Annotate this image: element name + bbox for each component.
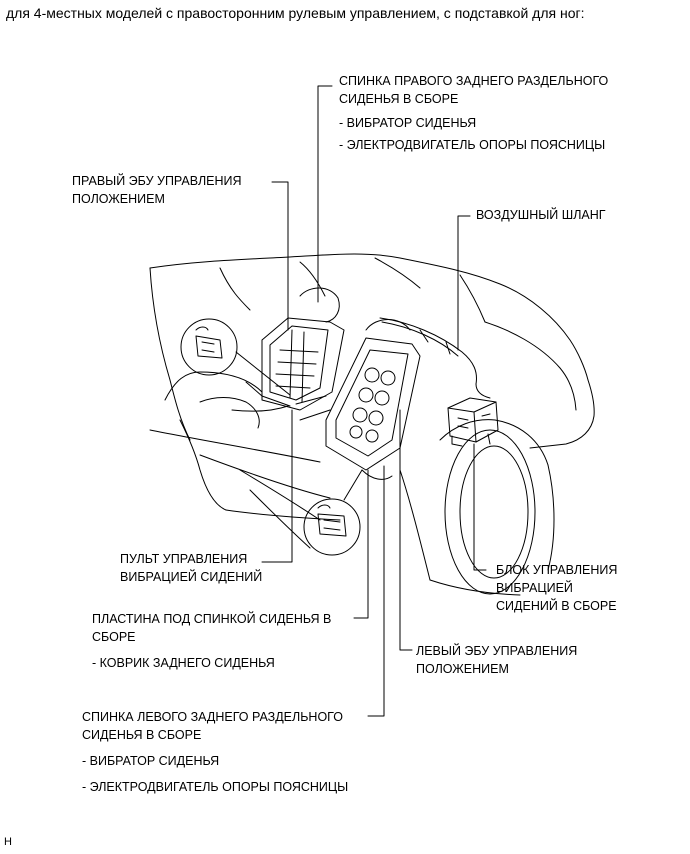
label-rear-left-seatback: СПИНКА ЛЕВОГО ЗАДНЕГО РАЗДЕЛЬНОГО СИДЕНЬ… [82,708,348,796]
air-hose [379,317,491,399]
label-sub: - ЭЛЕКТРОДВИГАТЕЛЬ ОПОРЫ ПОЯСНИЦЫ [339,138,606,152]
label-line: ПОЛОЖЕНИЕМ [416,662,509,676]
label-sub: - КОВРИК ЗАДНЕГО СИДЕНЬЯ [92,656,275,670]
vibration-control-unit [447,397,499,447]
label-line: СПИНКА ПРАВОГО ЗАДНЕГО РАЗДЕЛЬНОГО [339,74,609,88]
label-sub: - ЭЛЕКТРОДВИГАТЕЛЬ ОПОРЫ ПОЯСНИЦЫ [82,780,349,794]
label-line: ПРАВЫЙ ЭБУ УПРАВЛЕНИЯ [72,174,242,188]
label-line: БЛОК УПРАВЛЕНИЯ [496,563,618,577]
label-line: ПУЛЬТ УПРАВЛЕНИЯ [120,552,248,566]
remote-detail [180,318,291,396]
ecu-detail [303,469,363,556]
label-left-position-ecu: ЛЕВЫЙ ЭБУ УПРАВЛЕНИЯ ПОЛОЖЕНИЕМ [416,642,577,678]
label-line: СИДЕНИЙ В СБОРЕ [496,599,617,613]
label-line: СИДЕНЬЯ В СБОРЕ [339,92,459,106]
label-right-position-ecu: ПРАВЫЙ ЭБУ УПРАВЛЕНИЯ ПОЛОЖЕНИЕМ [72,172,242,208]
label-rear-right-seatback: СПИНКА ПРАВОГО ЗАДНЕГО РАЗДЕЛЬНОГО СИДЕН… [339,72,608,154]
label-line: СИДЕНЬЯ В СБОРЕ [82,728,202,742]
car-outline [149,253,595,596]
label-vibration-control-unit: БЛОК УПРАВЛЕНИЯ ВИБРАЦИЕЙ СИДЕНИЙ В СБОР… [496,561,617,615]
figure-code: H [4,836,12,848]
label-line: СПИНКА ЛЕВОГО ЗАДНЕГО РАЗДЕЛЬНОГО [82,710,343,724]
label-line: ВИБРАЦИЕЙ [496,581,573,595]
header-text: для 4-местных моделей с правосторонним р… [6,5,585,21]
label-vibration-remote: ПУЛЬТ УПРАВЛЕНИЯ ВИБРАЦИЕЙ СИДЕНИЙ [120,550,262,586]
left-seatback-frame [295,319,421,480]
label-seatback-plate: ПЛАСТИНА ПОД СПИНКОЙ СИДЕНЬЯ В СБОРЕ - К… [92,610,331,672]
label-line: ВОЗДУШНЫЙ ШЛАНГ [476,208,606,222]
label-line: ПЛАСТИНА ПОД СПИНКОЙ СИДЕНЬЯ В [92,612,332,626]
label-line: ВИБРАЦИЕЙ СИДЕНИЙ [120,570,263,584]
label-line: ЛЕВЫЙ ЭБУ УПРАВЛЕНИЯ [416,644,578,658]
label-sub: - ВИБРАТОР СИДЕНЬЯ [339,116,477,130]
right-seatback-frame [199,287,345,429]
label-sub: - ВИБРАТОР СИДЕНЬЯ [82,754,220,768]
label-line: ПОЛОЖЕНИЕМ [72,192,165,206]
leader-lines [261,85,487,717]
label-air-hose: ВОЗДУШНЫЙ ШЛАНГ [476,206,606,224]
label-line: СБОРЕ [92,630,136,644]
